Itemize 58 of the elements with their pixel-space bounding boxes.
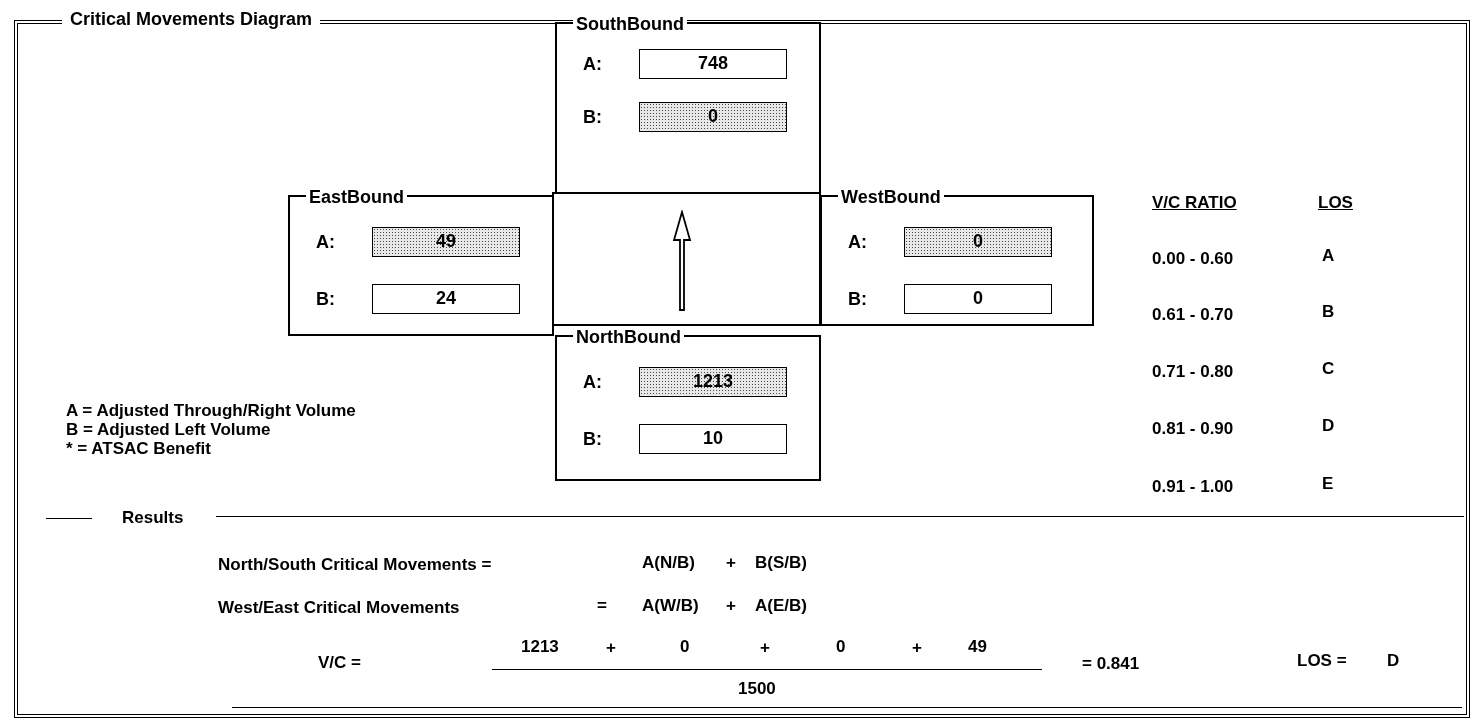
row-label: B:	[848, 289, 867, 309]
panel-heading: SouthBound	[573, 15, 687, 33]
value-field: 24	[372, 284, 520, 314]
table-cell: A	[1322, 246, 1335, 266]
intersection-box	[552, 192, 821, 326]
formula-text: North/South Critical Movements =	[218, 555, 492, 575]
row-label: B:	[583, 107, 602, 127]
value-field: 10	[639, 424, 787, 454]
row-label: B:	[583, 429, 602, 449]
legend-text: * = ATSAC Benefit	[66, 439, 211, 459]
formula-text: +	[912, 638, 922, 658]
row-label: A:	[316, 232, 335, 252]
table-cell: E	[1322, 474, 1334, 494]
formula-text: +	[726, 596, 736, 616]
legend-text: B = Adjusted Left Volume	[66, 420, 271, 440]
row-label: A:	[848, 232, 867, 252]
formula-text: A(E/B)	[755, 596, 807, 616]
value-field: 0	[904, 284, 1052, 314]
table-cell: C	[1322, 359, 1335, 379]
value-field: 1213	[639, 367, 787, 397]
row-label: B:	[316, 289, 335, 309]
formula-text: V/C =	[318, 653, 361, 673]
value-field: 0	[904, 227, 1052, 257]
panel-heading: WestBound	[838, 188, 944, 206]
formula-text: B(S/B)	[755, 553, 807, 573]
formula-text: +	[606, 638, 616, 658]
formula-text: 49	[968, 637, 987, 657]
value-field: 49	[372, 227, 520, 257]
table-cell: 0.91 - 1.00	[1152, 477, 1234, 497]
table-cell: 0.71 - 0.80	[1152, 362, 1234, 382]
table-cell: D	[1322, 416, 1335, 436]
table-cell: 0.00 - 0.60	[1152, 249, 1234, 269]
value-field: 0	[639, 102, 787, 132]
formula-text: D	[1387, 651, 1400, 671]
panel-heading: EastBound	[306, 188, 407, 206]
formula-text: 0	[680, 637, 690, 657]
formula-text: LOS =	[1297, 651, 1347, 671]
formula-text: +	[726, 553, 736, 573]
formula-text: +	[760, 638, 770, 658]
table-cell: B	[1322, 302, 1335, 322]
row-label: A:	[583, 54, 602, 74]
legend-text: A = Adjusted Through/Right Volume	[66, 401, 356, 421]
row-label: A:	[583, 372, 602, 392]
formula-text: 1500	[738, 679, 776, 699]
table-header: LOS	[1318, 193, 1353, 213]
formula-text: = 0.841	[1082, 654, 1140, 674]
value-field: 748	[639, 49, 787, 79]
formula-text: 1213	[521, 637, 559, 657]
table-header: V/C RATIO	[1152, 193, 1237, 213]
section-heading: Results	[122, 508, 184, 528]
formula-text: A(W/B)	[642, 596, 699, 616]
formula-text: A(N/B)	[642, 553, 695, 573]
formula-text: West/East Critical Movements	[218, 598, 460, 618]
table-cell: 0.81 - 0.90	[1152, 419, 1234, 439]
table-cell: 0.61 - 0.70	[1152, 305, 1234, 325]
formula-text: 0	[836, 637, 846, 657]
panel-heading: NorthBound	[573, 328, 684, 346]
formula-text: =	[597, 596, 607, 616]
